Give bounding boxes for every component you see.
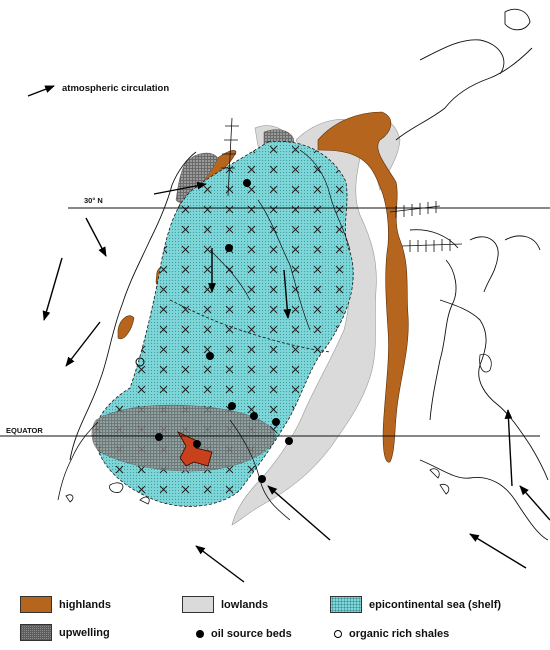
circulation-arrow	[519, 485, 550, 521]
western-coastline	[69, 151, 197, 461]
circulation-arrow	[195, 545, 245, 583]
northeast-coast	[419, 39, 505, 75]
legend-lowlands: lowlands	[182, 596, 268, 613]
southeast-coastline	[439, 299, 549, 481]
legend-upwelling-label: upwelling	[59, 626, 110, 639]
oil-source-bed	[193, 440, 201, 448]
legend-highlands-label: highlands	[59, 598, 111, 611]
circulation-arrow	[42, 257, 63, 321]
legend-upwelling: upwelling	[20, 624, 110, 641]
oil-source-bed	[243, 179, 251, 187]
legend-oil-source-beds: oil source beds	[196, 628, 292, 640]
map-legend: highlands lowlands epicontinental sea (s…	[0, 586, 550, 650]
lowlands-swatch	[182, 596, 214, 613]
legend-oil-label: oil source beds	[211, 628, 292, 640]
legend-highlands: highlands	[20, 596, 111, 613]
fault-ticks-2	[401, 239, 463, 252]
circulation-arrow	[85, 217, 107, 257]
latitude-30n-label: 30° N	[84, 196, 103, 205]
highlands-swatch	[20, 596, 52, 613]
fault-ticks-1	[389, 201, 441, 218]
oil-source-bed	[155, 433, 163, 441]
highlands-north	[317, 111, 409, 463]
oil-source-bed	[228, 402, 236, 410]
oil-source-bed	[225, 244, 233, 252]
oil-source-bed	[206, 352, 214, 360]
east-island-2	[429, 468, 450, 495]
circulation-legend-arrow	[27, 85, 55, 97]
circulation-arrow	[153, 181, 207, 195]
circulation-arrow	[283, 269, 292, 319]
circulation-arrows	[42, 181, 550, 583]
inner-boundary	[209, 149, 351, 331]
eastern-coastline-3	[469, 235, 541, 293]
internal-dashed-line	[169, 299, 331, 353]
organic-shale-ring-icon	[334, 630, 342, 638]
circulation-arrow	[267, 485, 331, 541]
southeast-coastline-2	[419, 459, 549, 541]
oil-source-beds	[155, 179, 293, 483]
western-coastline-2	[57, 421, 99, 501]
circulation-arrow	[504, 409, 513, 487]
circulation-arrow	[469, 533, 527, 569]
circulation-legend-label: atmospheric circulation	[62, 83, 169, 94]
western-islands	[65, 482, 150, 505]
equator-label: EQUATOR	[6, 426, 43, 435]
northeast-island	[504, 8, 531, 31]
upwelling-swatch	[20, 624, 52, 641]
sea-swatch	[330, 596, 362, 613]
highlands-west-2	[117, 315, 135, 340]
oil-source-bed	[285, 437, 293, 445]
eastern-coastline-2	[409, 229, 459, 421]
oil-source-bed	[250, 412, 258, 420]
oil-source-bed	[258, 475, 266, 483]
eastern-coastline	[395, 47, 533, 141]
legend-lowlands-label: lowlands	[221, 598, 269, 611]
oil-source-dot-icon	[196, 630, 204, 638]
organic-rich-shale	[135, 357, 145, 367]
legend-sea-label: epicontinental sea (shelf)	[369, 598, 502, 611]
fault-ticks-3	[221, 117, 239, 197]
legend-shales-label: organic rich shales	[349, 628, 450, 640]
east-island-1	[479, 353, 492, 373]
oil-source-bed	[272, 418, 280, 426]
legend-sea: epicontinental sea (shelf)	[330, 596, 501, 613]
legend-organic-shales: organic rich shales	[334, 628, 449, 640]
circulation-arrow	[65, 321, 101, 367]
